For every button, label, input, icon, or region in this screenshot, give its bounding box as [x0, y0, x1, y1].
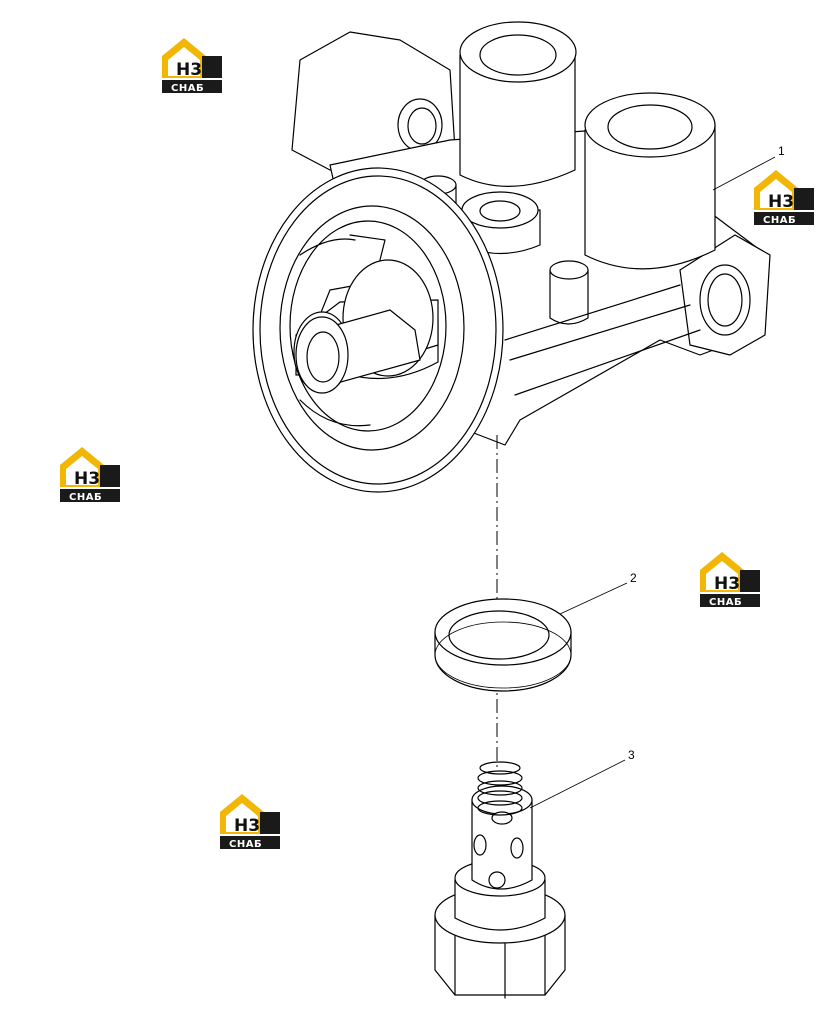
callout-3: 3: [529, 748, 635, 809]
callout-2: 2: [559, 571, 637, 615]
watermark-bottom-text: СНАБ: [69, 492, 102, 503]
watermark-top-text: H3: [74, 469, 100, 489]
part-1-filter-head: [252, 21, 771, 493]
watermark-logo: H3 СНАБ: [162, 38, 222, 94]
watermark-bottom-text: СНАБ: [171, 83, 204, 94]
watermark-top-text: H3: [176, 60, 202, 80]
watermark-top-text: H3: [714, 574, 740, 594]
watermark-logo: H3 СНАБ: [60, 447, 120, 503]
callout-1-label: 1: [778, 144, 785, 158]
watermark-bottom-text: СНАБ: [229, 839, 262, 850]
part-3-bypass-valve: [434, 761, 566, 999]
watermark-logo: H3 СНАБ: [754, 170, 814, 226]
watermark-logo: H3 СНАБ: [700, 552, 760, 608]
watermark-top-text: H3: [234, 816, 260, 836]
watermark-top-text: H3: [768, 192, 794, 212]
watermark-bottom-text: СНАБ: [709, 597, 742, 608]
watermark-logo: H3 СНАБ: [220, 794, 280, 850]
callout-3-label: 3: [628, 748, 635, 762]
callout-1: 1: [712, 144, 785, 191]
part-2-washer: [434, 598, 572, 692]
spring: [477, 761, 523, 816]
watermark-bottom-text: СНАБ: [763, 215, 796, 226]
callout-2-label: 2: [630, 571, 637, 585]
